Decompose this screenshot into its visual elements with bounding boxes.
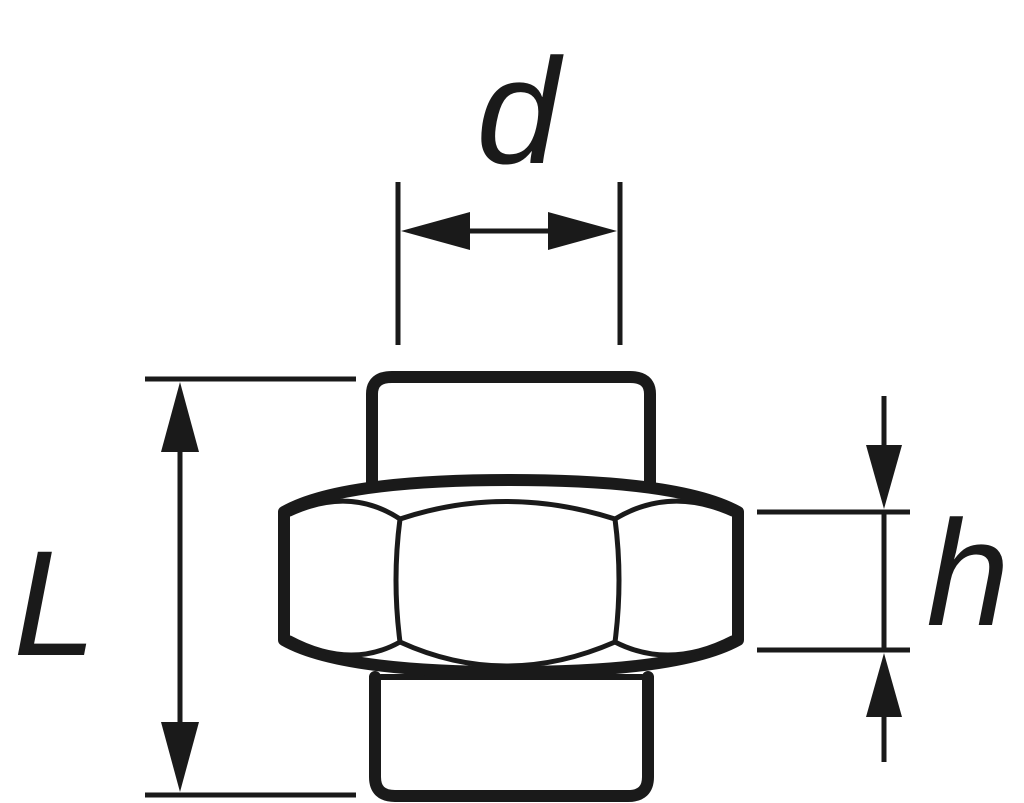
hex-facet-right xyxy=(612,498,735,658)
hex-nut-outline xyxy=(278,474,744,678)
diameter-dimension: d xyxy=(395,27,623,345)
hex-facet-center-bottom xyxy=(397,639,618,669)
height-arrow-top xyxy=(866,445,902,509)
diameter-arrow-right xyxy=(548,212,617,250)
diameter-label: d xyxy=(476,27,564,195)
length-arrow-top xyxy=(161,382,199,452)
union-fitting xyxy=(278,371,744,802)
bottom-pipe-end xyxy=(369,671,654,802)
height-dimension: h xyxy=(757,396,1010,762)
hex-facet-center-top xyxy=(397,499,618,522)
height-label: h xyxy=(926,489,1009,657)
length-arrow-bottom xyxy=(161,722,199,792)
top-pipe-end xyxy=(366,371,656,491)
height-arrow-bottom xyxy=(866,653,902,717)
hex-facet-left xyxy=(287,498,403,658)
diameter-arrow-left xyxy=(401,212,470,250)
length-label: L xyxy=(13,519,96,687)
length-dimension: L xyxy=(13,376,356,798)
